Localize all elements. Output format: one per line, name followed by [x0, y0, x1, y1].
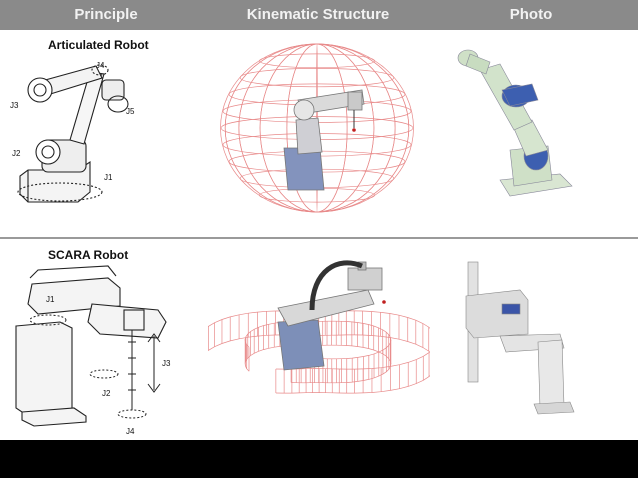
- table-header: Principle Kinematic Structure Photo: [0, 0, 638, 30]
- longitude-line: [224, 43, 410, 213]
- articulated-workspace-diagram: [220, 43, 414, 213]
- joint-label-scara-j2: J2: [102, 389, 111, 398]
- bottom-black-band: [0, 440, 638, 478]
- robot-base: [283, 147, 325, 191]
- scara-workspace-diagram: [208, 260, 430, 394]
- joint-label-scara-j3: J3: [162, 359, 171, 368]
- row-divider: [0, 237, 638, 239]
- articulated-robot-photo: [457, 49, 573, 197]
- joint-label-scara-j1: J1: [46, 295, 55, 304]
- joint-label-j2: J2: [12, 149, 21, 158]
- spherical-workspace-mesh: [220, 43, 414, 213]
- scara-robot-base: [277, 319, 325, 371]
- row-label-scara: SCARA Robot: [48, 248, 129, 262]
- scara-robot-photo: [465, 261, 575, 415]
- header-photo: Photo: [509, 6, 553, 23]
- joint-label-scara-j4: J4: [126, 427, 135, 436]
- joint-label-j1: J1: [104, 173, 113, 182]
- joint-label-j5: J5: [126, 107, 135, 116]
- scara-principle-drawing: J1 J2 J3 J4: [15, 265, 171, 436]
- comparison-table: Principle Kinematic Structure Photo Arti…: [0, 0, 638, 440]
- row-label-articulated: Articulated Robot: [48, 38, 149, 52]
- kidney-workspace-mesh: [208, 310, 430, 394]
- joint-label-j4: J4: [96, 61, 105, 70]
- joint-label-j3: J3: [10, 101, 19, 110]
- header-kinematic-structure: Kinematic Structure: [246, 6, 390, 23]
- header-principle: Principle: [74, 6, 138, 23]
- articulated-principle-drawing: J4 J3 J5 J2 J1: [10, 61, 135, 203]
